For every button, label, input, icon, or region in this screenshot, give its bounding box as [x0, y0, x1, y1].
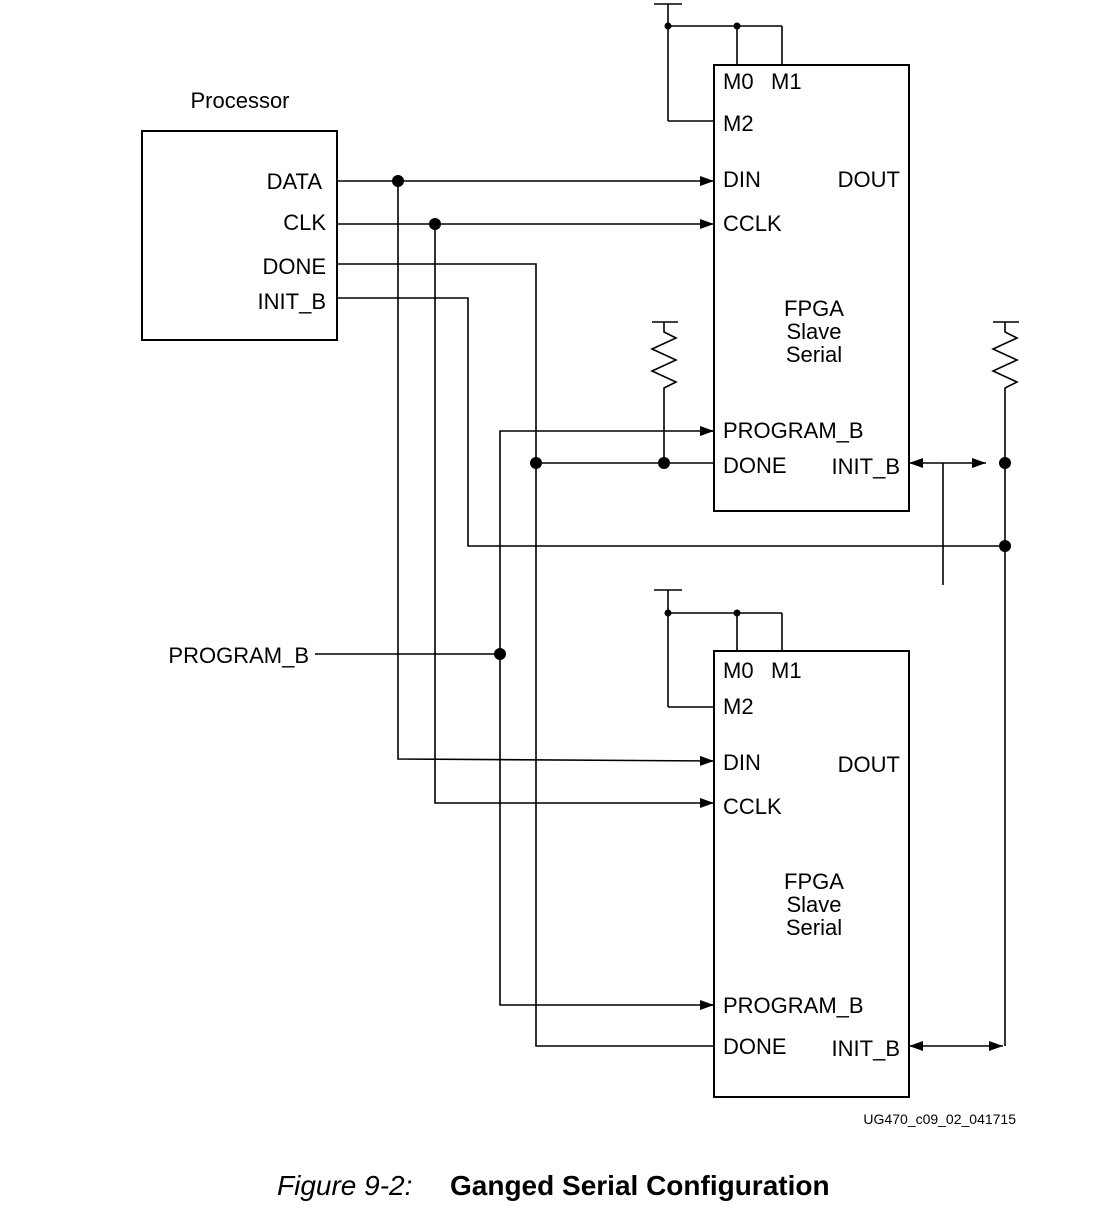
- fpga-top-pin-init-b: INIT_B: [832, 454, 900, 479]
- data-net: [337, 175, 715, 766]
- top-mode-pin-wiring: [654, 3, 783, 122]
- clk-net: [337, 218, 714, 808]
- fpga-top-pin-program-b: PROGRAM_B: [723, 418, 864, 443]
- done-net: [337, 263, 714, 1047]
- fpga-bottom-pin-init-b: INIT_B: [832, 1036, 900, 1061]
- fpga-bottom-pin-m0: M0: [723, 658, 754, 683]
- fpga-top-name-2: Slave: [786, 319, 841, 344]
- processor-pin-clk: CLK: [283, 210, 326, 235]
- fpga-top-pin-dout: DOUT: [838, 167, 900, 192]
- external-program-b-label: PROGRAM_B: [168, 643, 309, 668]
- fpga-top-name-1: FPGA: [784, 296, 844, 321]
- fpga-top-name-3: Serial: [786, 342, 842, 367]
- caption-title: Ganged Serial Configuration: [450, 1170, 830, 1201]
- processor-pin-data: DATA: [267, 169, 323, 194]
- processor-block: Processor DATA CLK DONE INIT_B: [141, 88, 338, 341]
- processor-title: Processor: [190, 88, 289, 113]
- fpga-bottom-pin-din: DIN: [723, 750, 761, 775]
- bottom-mode-pin-wiring: [654, 589, 783, 708]
- processor-pin-init-b: INIT_B: [258, 289, 326, 314]
- fpga-bottom-name-2: Slave: [786, 892, 841, 917]
- init-b-net: [337, 297, 1019, 1051]
- fpga-bottom-name-1: FPGA: [784, 869, 844, 894]
- fpga-bottom-block: M0 M1 M2 DIN DOUT CCLK FPGA Slave Serial…: [713, 650, 910, 1098]
- fpga-bottom-pin-program-b: PROGRAM_B: [723, 993, 864, 1018]
- fpga-bottom-name-3: Serial: [786, 915, 842, 940]
- fpga-top-pin-cclk: CCLK: [723, 211, 782, 236]
- fpga-top-pin-din: DIN: [723, 167, 761, 192]
- fpga-bottom-pin-m2: M2: [723, 694, 754, 719]
- fpga-bottom-pin-dout: DOUT: [838, 752, 900, 777]
- fpga-top-pin-done: DONE: [723, 453, 787, 478]
- fpga-top-box: [713, 64, 910, 512]
- processor-pin-done: DONE: [262, 254, 326, 279]
- fpga-top-pin-m0: M0: [723, 69, 754, 94]
- caption-number: Figure 9-2:: [277, 1170, 412, 1201]
- fpga-bottom-pin-done: DONE: [723, 1034, 787, 1059]
- program-b-net: PROGRAM_B: [168, 426, 714, 1010]
- fpga-bottom-box: [713, 650, 910, 1098]
- fpga-top-block: M0 M1 M2 DIN DOUT CCLK FPGA Slave Serial…: [713, 64, 910, 512]
- fpga-bottom-pin-cclk: CCLK: [723, 794, 782, 819]
- figure-code: UG470_c09_02_041715: [863, 1111, 1016, 1127]
- fpga-top-pin-m2: M2: [723, 111, 754, 136]
- processor-box: [141, 130, 338, 341]
- fpga-bottom-pin-m1: M1: [771, 658, 802, 683]
- fpga-top-pin-m1: M1: [771, 69, 802, 94]
